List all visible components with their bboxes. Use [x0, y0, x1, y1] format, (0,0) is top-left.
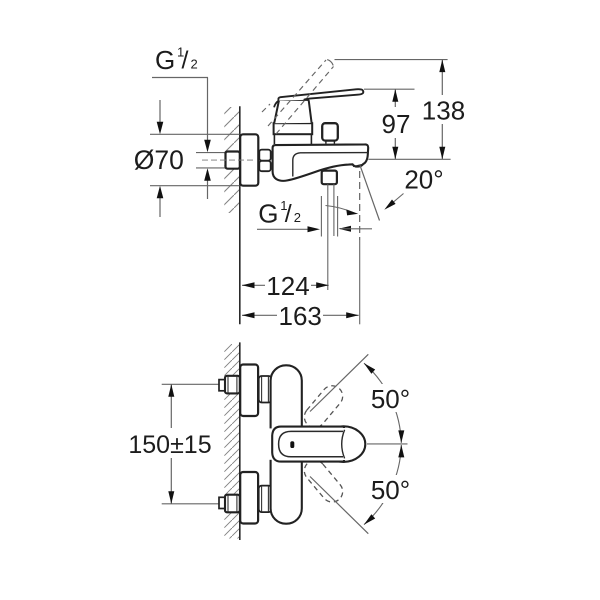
svg-text:20°: 20° — [404, 165, 443, 195]
svg-text:2: 2 — [294, 210, 301, 225]
svg-text:97: 97 — [382, 109, 411, 139]
svg-text:G: G — [155, 45, 175, 75]
svg-text:1: 1 — [177, 45, 184, 60]
svg-text:163: 163 — [279, 301, 322, 331]
svg-text:/: / — [182, 47, 189, 75]
svg-text:50°: 50° — [371, 384, 410, 414]
svg-text:Ø70: Ø70 — [134, 145, 184, 175]
svg-text:138: 138 — [422, 95, 465, 125]
svg-text:50°: 50° — [371, 475, 410, 505]
svg-text:150±15: 150±15 — [128, 431, 211, 459]
svg-text:1: 1 — [280, 198, 287, 213]
svg-text:124: 124 — [266, 271, 309, 301]
svg-text:G: G — [258, 198, 278, 228]
svg-text:/: / — [285, 200, 292, 228]
svg-text:2: 2 — [191, 57, 198, 72]
